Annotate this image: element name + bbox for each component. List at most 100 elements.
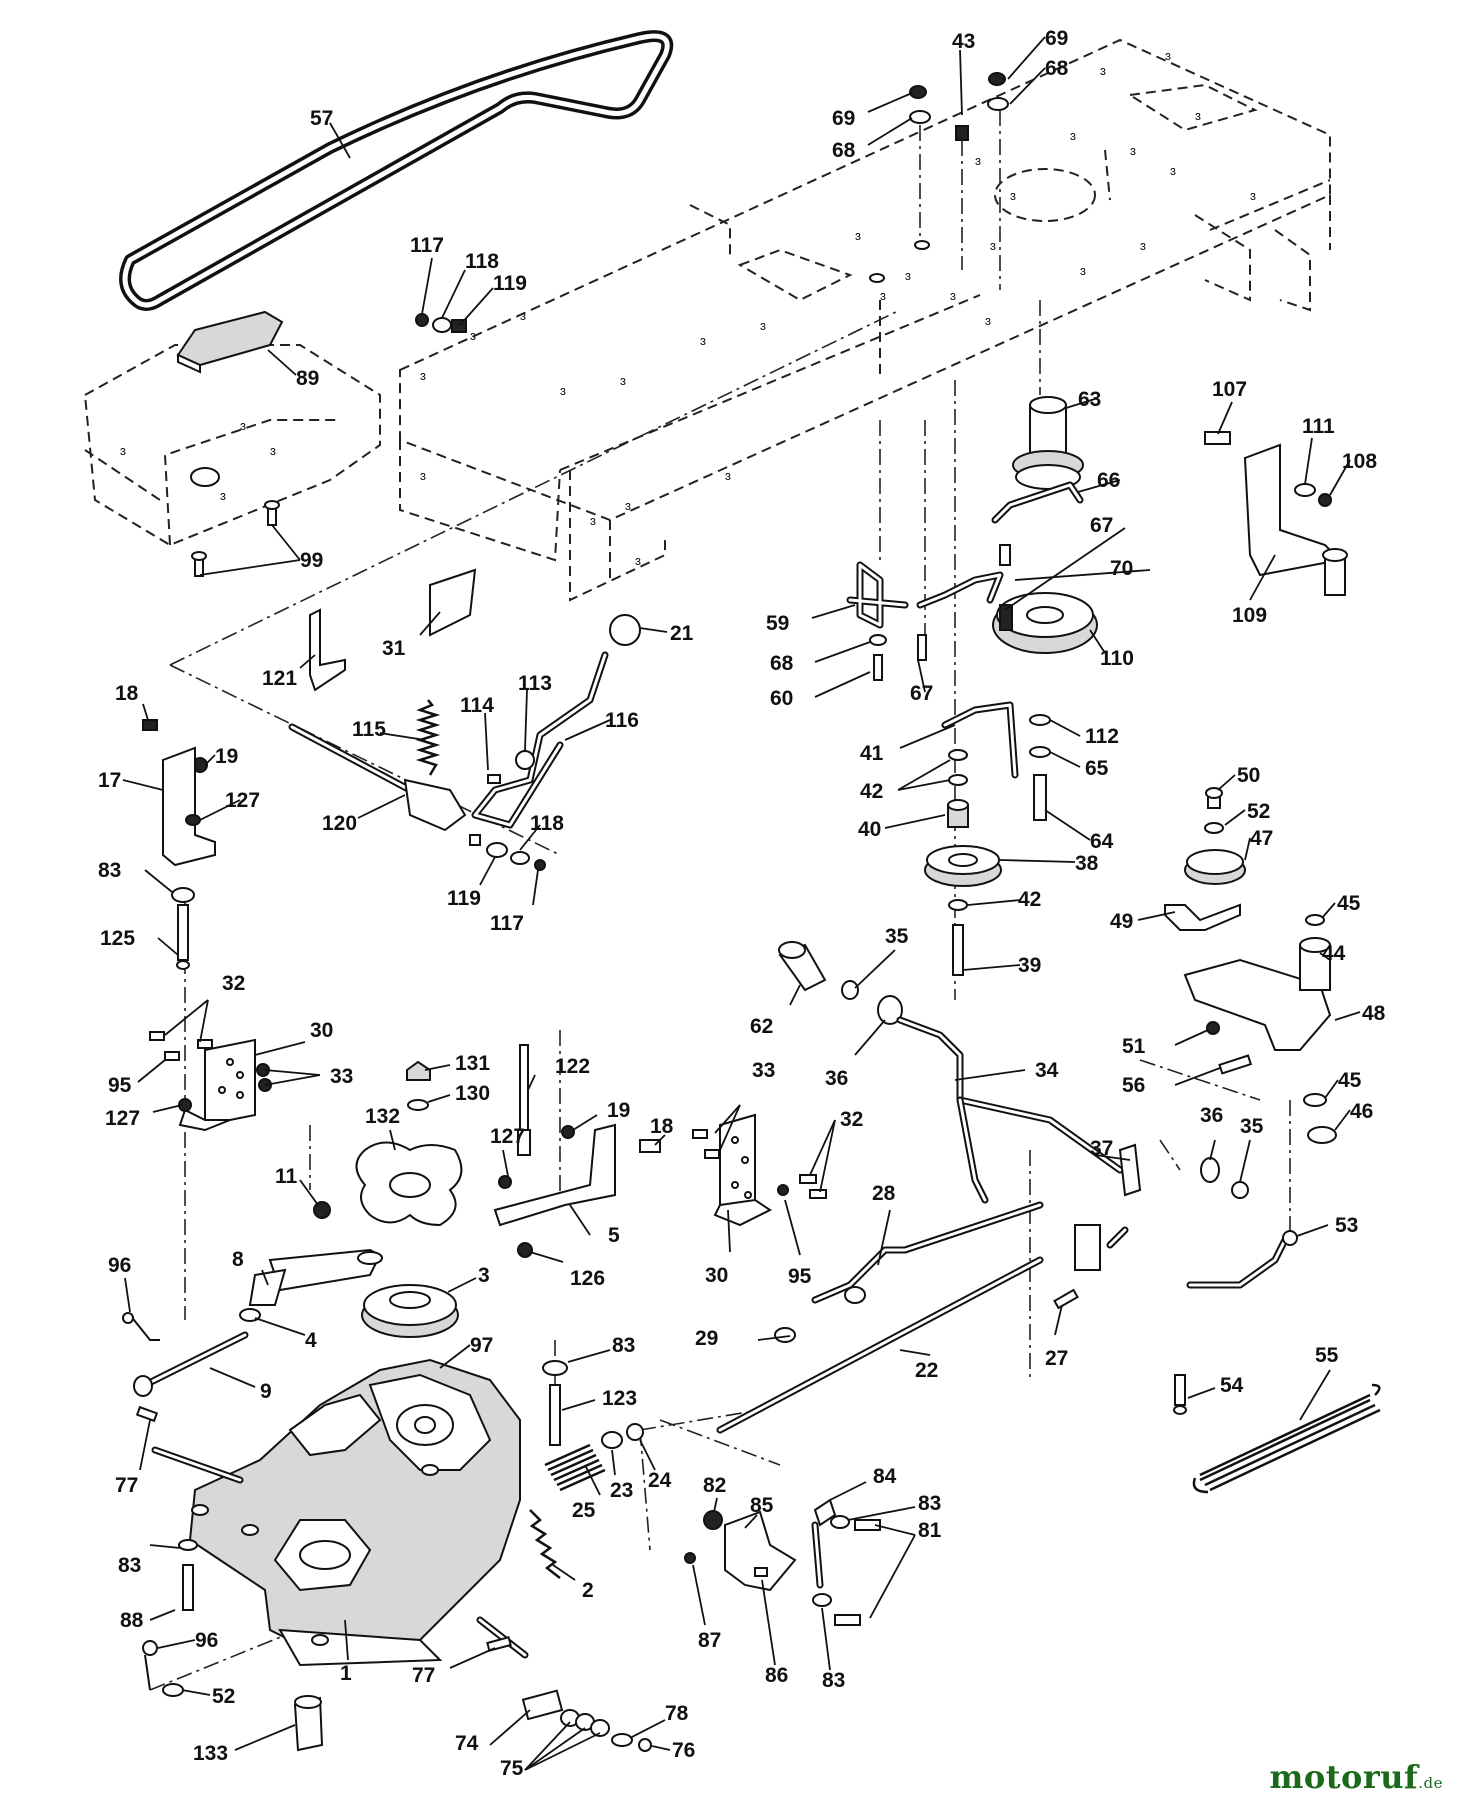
callout: 66 bbox=[1097, 469, 1120, 492]
callout: 113 bbox=[518, 672, 552, 695]
callout: 36 bbox=[825, 1067, 848, 1090]
callout: 120 bbox=[322, 812, 357, 835]
svg-text:ɜ: ɜ bbox=[1080, 263, 1086, 278]
callout: 62 bbox=[750, 1015, 773, 1038]
callout: 95 bbox=[788, 1265, 812, 1288]
callout: 52 bbox=[1247, 800, 1270, 823]
callout: 32 bbox=[840, 1108, 863, 1131]
callout: 5 bbox=[608, 1224, 620, 1247]
callout: 64 bbox=[1090, 830, 1114, 853]
callout: 112 bbox=[1085, 725, 1119, 748]
svg-text:ɜ: ɜ bbox=[590, 513, 596, 528]
callout: 11 bbox=[275, 1165, 298, 1188]
brake-assembly bbox=[1164, 787, 1337, 1144]
callout: 32 bbox=[222, 972, 245, 995]
callout: 19 bbox=[215, 745, 238, 768]
callout: 95 bbox=[108, 1074, 132, 1097]
callout: 127 bbox=[225, 789, 260, 812]
callout: 110 bbox=[1100, 647, 1134, 670]
callout: 29 bbox=[695, 1327, 718, 1350]
callout: 77 bbox=[412, 1664, 435, 1687]
brand-tld: .de bbox=[1418, 1774, 1443, 1792]
svg-text:ɜ: ɜ bbox=[950, 288, 956, 303]
svg-text:ɜ: ɜ bbox=[975, 153, 981, 168]
spacer-tube bbox=[293, 1695, 324, 1752]
callout: 82 bbox=[703, 1474, 726, 1497]
callout: 42 bbox=[860, 780, 883, 803]
callout: 123 bbox=[602, 1387, 637, 1410]
upper-washers bbox=[415, 313, 467, 333]
brand-watermark: motoruf.de bbox=[1270, 1758, 1443, 1796]
callout: 21 bbox=[670, 622, 694, 645]
hood-bolts bbox=[191, 500, 280, 577]
svg-text:ɜ: ɜ bbox=[1195, 108, 1201, 123]
callout: 67 bbox=[910, 682, 933, 705]
callout: 109 bbox=[1232, 604, 1267, 627]
callout: 18 bbox=[115, 682, 139, 705]
svg-text:ɜ: ɜ bbox=[1130, 143, 1136, 158]
callout: 68 bbox=[1045, 57, 1069, 80]
idler-pulley-assembly bbox=[924, 701, 1019, 976]
callout: 97 bbox=[470, 1334, 493, 1357]
svg-text:ɜ: ɜ bbox=[220, 488, 226, 503]
callout: 87 bbox=[698, 1629, 721, 1652]
svg-text:ɜ: ɜ bbox=[560, 383, 566, 398]
callout: 117 bbox=[410, 234, 444, 257]
left-mount-plate bbox=[149, 1031, 272, 1132]
callout: 48 bbox=[1362, 1002, 1386, 1025]
svg-text:ɜ: ɜ bbox=[855, 228, 861, 243]
pivot-hardware bbox=[869, 72, 1009, 290]
svg-text:ɜ: ɜ bbox=[760, 318, 766, 333]
callout: 46 bbox=[1350, 1100, 1373, 1123]
callout: 50 bbox=[1237, 764, 1260, 787]
drive-rods bbox=[716, 1201, 1044, 1434]
svg-text:ɜ: ɜ bbox=[880, 288, 886, 303]
callout: 81 bbox=[918, 1519, 942, 1542]
svg-text:ɜ: ɜ bbox=[520, 308, 526, 323]
callout: 60 bbox=[770, 687, 793, 710]
clutch-pulley-assembly bbox=[916, 396, 1098, 654]
clevis-pins bbox=[1053, 1288, 1187, 1415]
callout: 69 bbox=[832, 107, 855, 130]
callout: 30 bbox=[310, 1019, 333, 1042]
callout: 126 bbox=[570, 1267, 605, 1290]
svg-text:ɜ: ɜ bbox=[990, 238, 996, 253]
brand-name: motoruf bbox=[1269, 1758, 1419, 1796]
callout: 45 bbox=[1338, 1069, 1362, 1092]
callout: 42 bbox=[1018, 888, 1041, 911]
callout: 33 bbox=[330, 1065, 353, 1088]
callout: 125 bbox=[100, 927, 135, 950]
callout: 121 bbox=[262, 667, 297, 690]
callout: 1 bbox=[340, 1662, 352, 1685]
callout: 38 bbox=[1075, 852, 1099, 875]
callout: 88 bbox=[120, 1609, 144, 1632]
right-mount-plate bbox=[692, 1113, 827, 1227]
callout: 108 bbox=[1342, 450, 1377, 473]
transaxle bbox=[151, 1358, 529, 1667]
callout: 43 bbox=[952, 30, 975, 53]
svg-text:ɜ: ɜ bbox=[270, 443, 276, 458]
callout: 75 bbox=[500, 1757, 524, 1780]
callout: 34 bbox=[1035, 1059, 1059, 1082]
callout: 78 bbox=[665, 1702, 689, 1725]
svg-text:ɜ: ɜ bbox=[1070, 128, 1076, 143]
callout: 19 bbox=[607, 1099, 630, 1122]
callout: 53 bbox=[1335, 1214, 1358, 1237]
svg-text:ɜ: ɜ bbox=[1100, 63, 1106, 78]
callout: 47 bbox=[1250, 827, 1273, 850]
callout: 49 bbox=[1110, 910, 1133, 933]
drive-belt bbox=[119, 30, 674, 311]
clutch-stud-hardware bbox=[1029, 714, 1051, 821]
callout: 76 bbox=[672, 1739, 695, 1762]
svg-text:ɜ: ɜ bbox=[470, 328, 476, 343]
callout: 63 bbox=[1078, 388, 1101, 411]
clutch-spring bbox=[1192, 1383, 1381, 1494]
callout: 65 bbox=[1085, 757, 1109, 780]
idler-bracket bbox=[846, 561, 927, 681]
callout: 107 bbox=[1212, 378, 1247, 401]
callout: 18 bbox=[650, 1115, 674, 1138]
svg-text:ɜ: ɜ bbox=[985, 313, 991, 328]
callout: 86 bbox=[765, 1664, 788, 1687]
frame-hole-marks: ɜɜɜ ɜɜɜ ɜɜɜ ɜɜɜ ɜɜɜ ɜɜɜ ɜɜɜ ɜɜɜ ɜɜɜ ɜɜɜ bbox=[420, 48, 1256, 568]
